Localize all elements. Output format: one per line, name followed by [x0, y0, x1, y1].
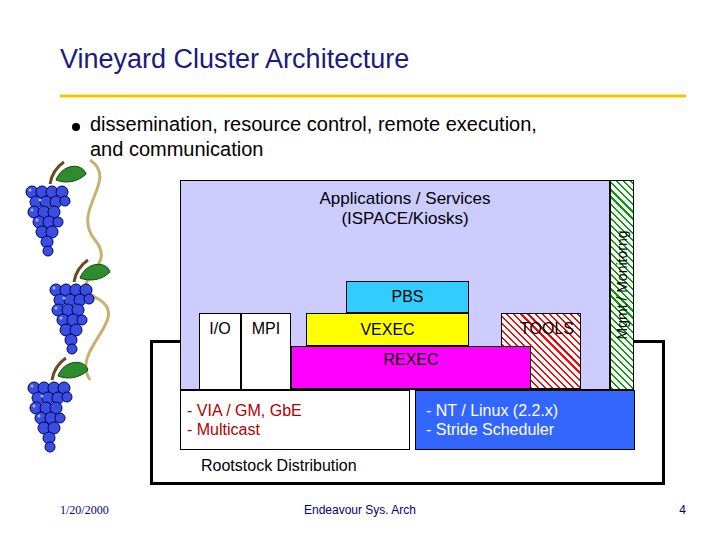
page-number: 4 — [640, 503, 686, 517]
layer-box: MPI — [241, 313, 291, 390]
node-text: MPI — [252, 319, 280, 338]
slide-title: Vineyard Cluster Architecture — [60, 44, 409, 75]
layer-box: Applications / Services (ISPACE/Kiosks) P… — [180, 180, 610, 390]
bullet — [72, 123, 80, 131]
grape-cluster — [50, 260, 110, 354]
node-text: - NT / Linux (2.2.x) — [426, 401, 558, 420]
node-text: TOOLS — [520, 319, 574, 338]
node-text: I/O — [209, 319, 230, 338]
node-text: Applications / Services (ISPACE/Kiosks) — [290, 189, 520, 230]
title-rule — [60, 95, 686, 98]
layer-box: VEXEC — [306, 313, 469, 346]
grape-cluster — [26, 162, 86, 256]
os-box: - NT / Linux (2.2.x)- Stride Scheduler — [415, 390, 635, 450]
layer-box: I/O — [199, 313, 241, 390]
monitoring-band: Mgmt / Monitorng — [610, 180, 634, 390]
node-text: PBS — [391, 287, 423, 306]
bullet-text: dissemination, resource control, remote … — [90, 112, 560, 162]
node-text: VEXEC — [360, 320, 414, 339]
node-text: Mgmt / Monitorng — [611, 181, 633, 389]
layer-box: REXEC — [291, 346, 531, 389]
network-box: - VIA / GM, GbE- Multicast — [180, 390, 410, 450]
node-text: - Stride Scheduler — [426, 420, 554, 439]
date: 1/20/2000 — [60, 503, 180, 517]
footer-text: Endeavour Sys. Arch — [260, 503, 460, 517]
grape-cluster — [28, 358, 88, 452]
node-text: REXEC — [383, 350, 438, 369]
layer-box: PBS — [346, 281, 469, 313]
node-text: - VIA / GM, GbE — [187, 401, 302, 420]
node-text: - Multicast — [187, 420, 260, 439]
node-text: Rootstock Distribution — [201, 456, 357, 475]
